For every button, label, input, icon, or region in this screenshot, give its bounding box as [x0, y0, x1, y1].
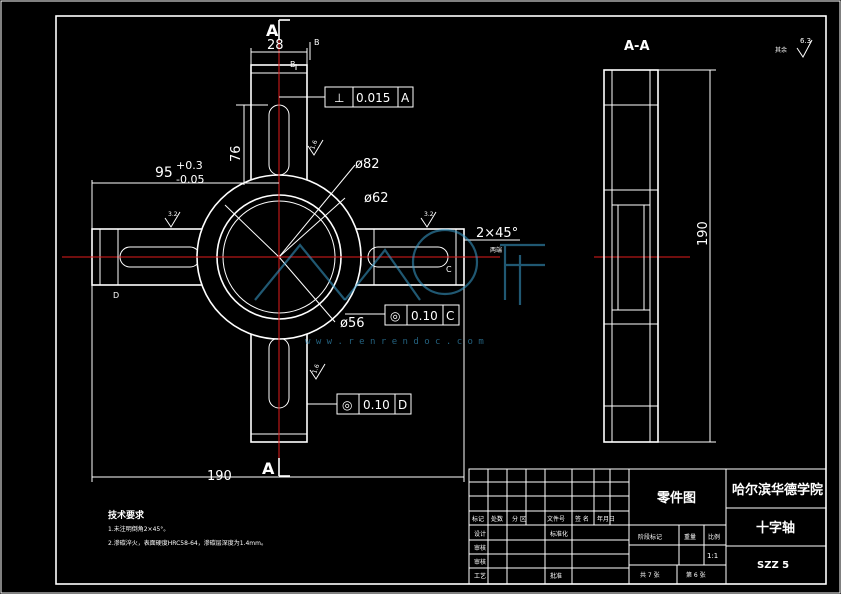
- dim-chamfer-note: 两端: [490, 246, 502, 254]
- tol-a-datum: A: [401, 91, 410, 105]
- cut-label-bottom: A: [262, 459, 275, 478]
- sheets-total: 共 7 张: [640, 571, 660, 579]
- tol-a-value: 0.015: [356, 91, 390, 105]
- cut-label-top: A: [266, 21, 279, 40]
- tolerance-frame-d: [336, 393, 412, 415]
- weight-label: 重量: [684, 533, 696, 541]
- dim-62: ø62: [364, 191, 389, 206]
- datum-marker-b-arm: B: [290, 60, 296, 69]
- dim-28: 28: [267, 38, 284, 53]
- tol-c-datum: C: [446, 309, 454, 323]
- tol-a-symbol: ⊥: [334, 91, 344, 105]
- roughness-value-bottom: 1.6: [311, 363, 321, 375]
- school-name: 哈尔滨华德学院: [732, 482, 823, 498]
- row-label: 审核: [474, 544, 486, 552]
- row-label: 工艺: [474, 572, 486, 580]
- tol-c-symbol: ◎: [390, 309, 400, 323]
- part-type: 零件图: [656, 490, 696, 506]
- stage-label: 阶段标记: [638, 533, 662, 541]
- tol-c-value: 0.10: [411, 309, 438, 323]
- watermark-logo: [254, 228, 545, 305]
- header-cell: 签 名: [575, 515, 589, 523]
- tech-req-item-2: 2.渗碳淬火，表面硬度HRC58-64，渗碳层深度为1.4mm。: [108, 539, 267, 547]
- dim-chamfer: 2×45°: [476, 226, 518, 241]
- inner-frame: [55, 15, 827, 585]
- roughness-symbol: [164, 39, 813, 380]
- header-cell: 年月日: [597, 515, 615, 523]
- mid-label: 批准: [550, 572, 562, 580]
- tech-req-title: 技术要求: [108, 509, 145, 521]
- roughness-value-right: 3.2: [424, 211, 434, 218]
- dim-section-190: 190: [696, 221, 711, 246]
- tol-d-value: 0.10: [363, 398, 390, 412]
- title-block: [468, 468, 827, 585]
- sheet-number: 第 6 张: [686, 571, 706, 579]
- row-label: 审核: [474, 558, 486, 566]
- datum-marker-b-top: B: [314, 38, 320, 47]
- dim-tol-upper: +0.3: [176, 159, 203, 172]
- roughness-corner-note: 其余: [775, 46, 787, 54]
- dim-190: 190: [207, 469, 232, 484]
- dim-82: ø82: [355, 157, 380, 172]
- datum-marker-c: C: [446, 265, 452, 274]
- tolerance-frame-a: [324, 86, 414, 108]
- datum-marker-d: D: [113, 291, 119, 300]
- watermark-url: w w w . r e n r e n d o c . c o m: [305, 337, 484, 347]
- tolerance-frame-c: [384, 304, 460, 326]
- dim-56: ø56: [340, 316, 365, 331]
- dim-95: 95: [155, 165, 173, 181]
- part-name: 十字轴: [756, 520, 795, 536]
- roughness-corner-value: 6.3: [800, 37, 811, 45]
- tol-d-symbol: ◎: [342, 398, 352, 412]
- scale-value: 1:1: [707, 552, 718, 560]
- header-cell: 分 区: [512, 515, 526, 523]
- tech-req-item-1: 1.未注明倒角2×45°。: [108, 525, 169, 533]
- roughness-value-top: 1.6: [309, 139, 319, 151]
- dim-tol-lower: -0.05: [176, 173, 204, 186]
- scale-label: 比例: [708, 533, 720, 541]
- header-cell: 处数: [491, 515, 503, 523]
- row-label: 设计: [474, 530, 486, 538]
- section-label: A-A: [624, 39, 650, 54]
- drawing-number: SZZ 5: [757, 560, 789, 571]
- header-cell: 标记: [472, 515, 484, 523]
- mid-label: 标准化: [550, 530, 568, 538]
- roughness-value-left: 3.2: [168, 211, 178, 218]
- section-view: [603, 69, 659, 443]
- header-cell: 文件号: [547, 515, 565, 523]
- dim-76: 76: [229, 145, 244, 162]
- front-view: [91, 64, 465, 443]
- tol-d-datum: D: [398, 398, 407, 412]
